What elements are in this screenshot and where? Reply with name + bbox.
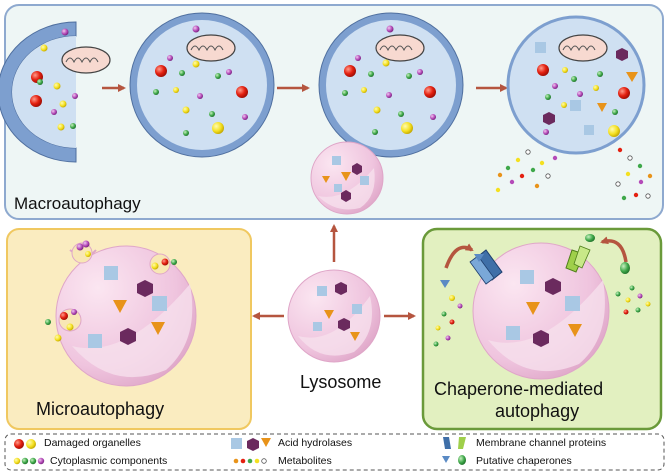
legend-metabolites: Metabolites	[278, 455, 332, 467]
phagophore-stage	[0, 21, 111, 163]
legend-acid-hydrolases: Acid hydrolases	[278, 437, 353, 449]
cma-curved-arrow-right	[600, 236, 628, 263]
central-lysosome	[287, 269, 381, 363]
microautophagy-label: Microautophagy	[36, 399, 165, 419]
legend-icons	[13, 437, 466, 465]
cma-label-line2: autophagy	[495, 401, 580, 421]
autolysosome-stage	[506, 15, 646, 155]
legend-putative-chaperones: Putative chaperones	[476, 455, 572, 467]
micro-lysosome	[45, 240, 197, 387]
autophagosome-fusing-stage	[318, 12, 464, 158]
cma-lysosome	[433, 234, 651, 380]
small-lysosome	[310, 141, 384, 215]
macroautophagy-label: Macroautophagy	[14, 194, 141, 213]
cma-curved-arrow-left	[444, 243, 474, 269]
legend-membrane-channel-proteins: Membrane channel proteins	[476, 437, 607, 449]
released-metabolites	[495, 147, 653, 201]
legend-box	[4, 433, 665, 471]
lysosome-label: Lysosome	[300, 372, 382, 392]
autophagosome-stage	[129, 12, 275, 158]
cma-label-line1: Chaperone-mediated	[434, 379, 604, 399]
mitochondrion-icon	[61, 46, 111, 74]
legend-damaged-organelles: Damaged organelles	[44, 437, 141, 449]
legend-cytoplasmic-components: Cytoplasmic components	[50, 455, 168, 467]
